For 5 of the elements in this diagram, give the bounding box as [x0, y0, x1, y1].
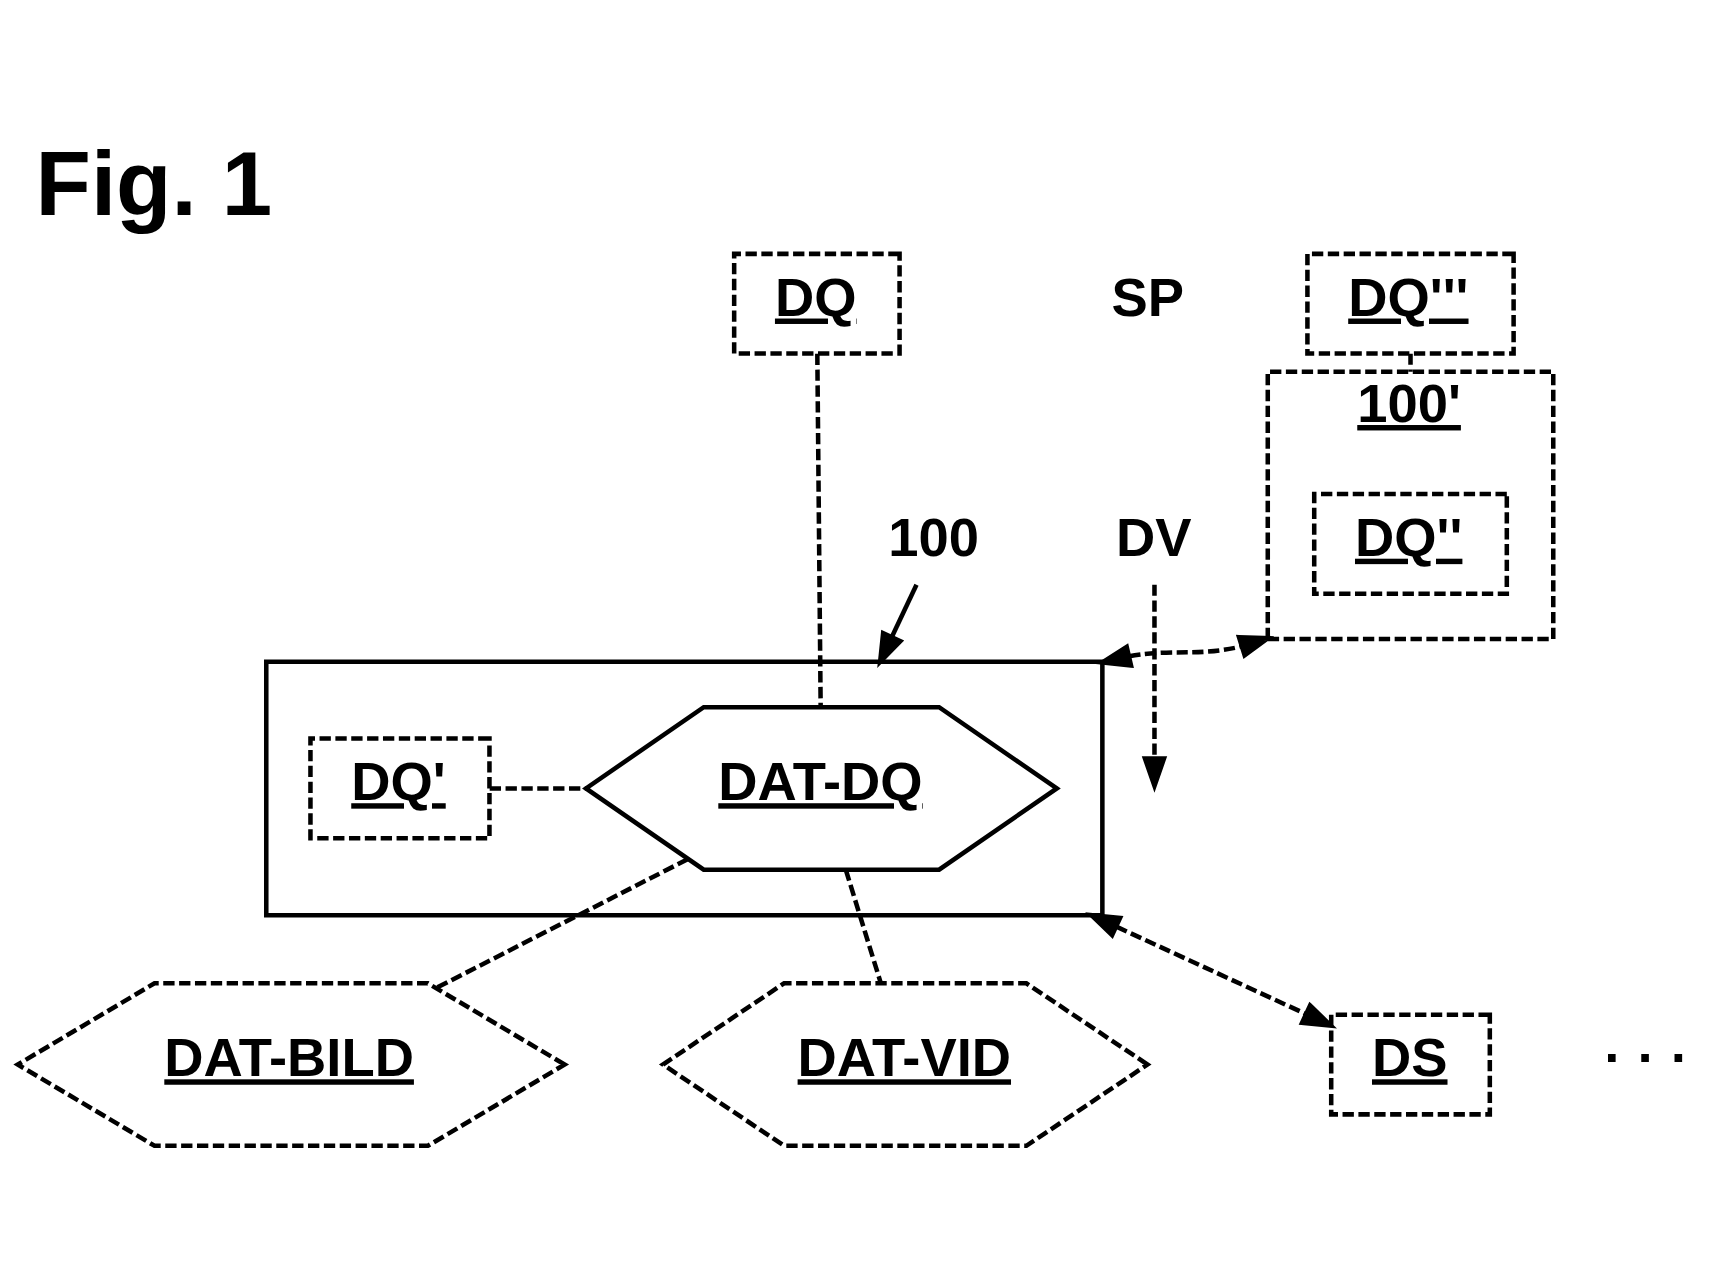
diagram-title: Fig. 1 [35, 133, 273, 235]
label: · · · [1604, 1027, 1689, 1089]
node-text: 100 [888, 506, 979, 568]
label: SP [1111, 266, 1184, 328]
node-text: DV [1115, 506, 1192, 568]
